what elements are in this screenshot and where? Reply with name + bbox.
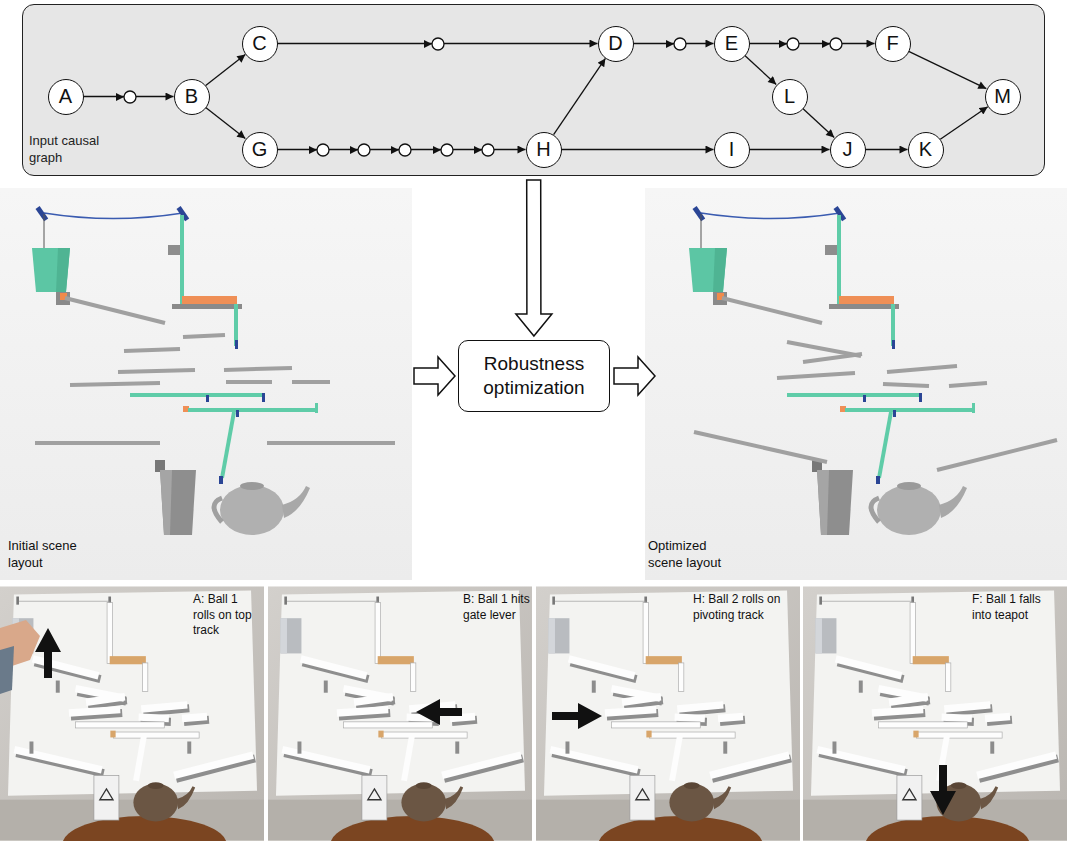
causal-arrow [206,108,246,139]
causal-arrow [278,43,598,44]
node-letter: H [536,138,550,161]
node-letter: D [608,32,622,55]
causal-arrow [84,96,174,97]
event-node: C [242,26,278,62]
causal-arrow [554,58,606,134]
node-letter: A [59,85,72,108]
event-node: D [598,26,634,62]
event-node: J [830,132,866,168]
event-node: L [772,79,808,115]
photo-caption: H: Ball 2 rolls on pivoting track [693,592,797,623]
block-arrow [516,180,552,336]
event-node: A [48,79,84,115]
node-letter: F [886,32,898,55]
causal-arrow [750,43,875,44]
event-node: F [875,26,911,62]
causal-arrow [278,149,526,150]
photo-caption: F: Ball 1 falls into teapot [972,592,1050,623]
graph-panel: Input causal graph A B C D E F G H I J K L M [22,4,1045,176]
panel-label: Input causal graph [29,133,111,167]
event-node: I [714,132,750,168]
scene-label: Initial scene layout [8,538,92,572]
event-node: G [242,132,278,168]
node-letter: B [185,85,198,108]
node-letter: L [784,85,795,108]
node-letter: K [919,138,932,161]
node-letter: E [725,32,738,55]
node-letter: G [252,138,268,161]
event-node: E [714,26,750,62]
event-node: K [908,132,944,168]
causal-arrow [562,149,714,150]
causal-arrow [940,107,987,140]
causal-arrow [909,51,987,88]
event-node: H [526,132,562,168]
node-letter: C [252,32,266,55]
node-letter: I [729,138,735,161]
process-box: Robustness optimization [458,340,610,412]
causal-arrow [745,56,776,85]
causal-arrow [866,149,908,150]
node-letter: M [994,85,1011,108]
node-letter: J [843,138,853,161]
causal-arrow [750,149,830,150]
scene-label: Optimized scene layout [648,538,732,572]
causal-arrow [206,55,246,86]
event-node: M [985,79,1021,115]
causal-arrow [803,109,834,138]
causal-arrow [634,43,714,44]
event-node: B [174,79,210,115]
box-label: Robustness optimization [467,352,601,400]
photo-caption: A: Ball 1 rolls on top track [193,592,263,639]
photo-caption: B: Ball 1 hits gate lever [463,592,533,623]
